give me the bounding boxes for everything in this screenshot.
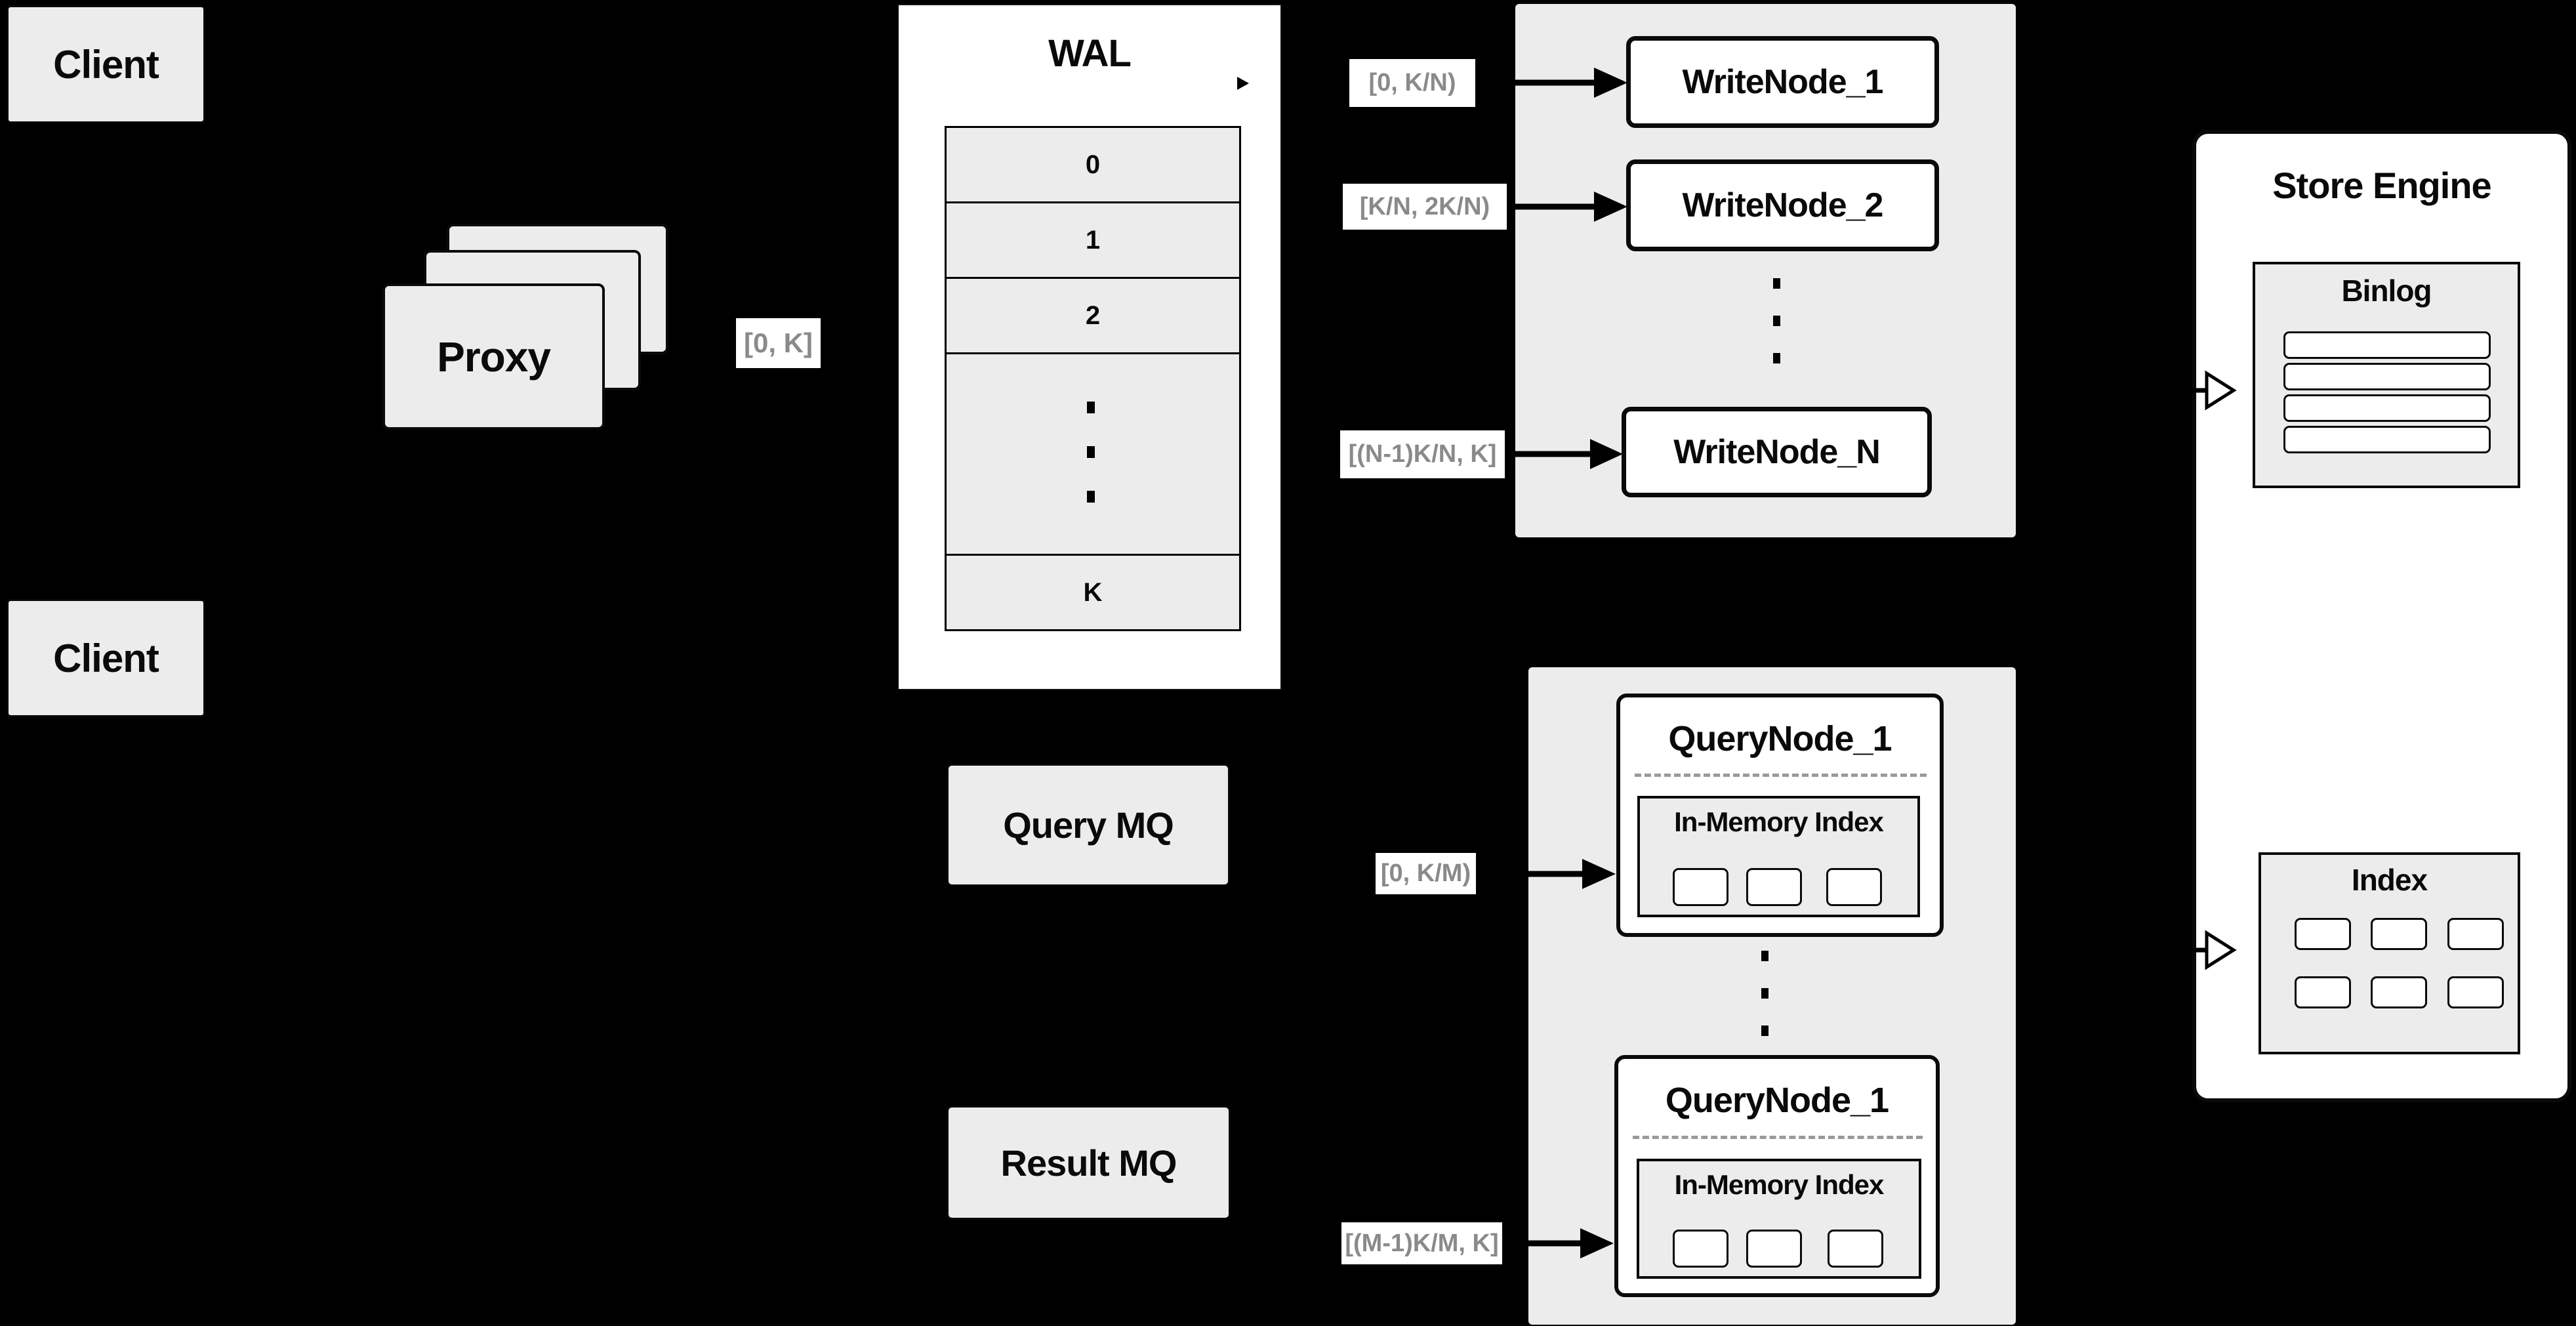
- index-cell: [2447, 918, 2504, 950]
- write-node-1-label: WriteNode_1: [1682, 63, 1884, 101]
- client-box-top: Client: [7, 5, 205, 123]
- in-memory-index-1: In-Memory Index: [1637, 796, 1920, 917]
- client-top-label: Client: [53, 42, 159, 87]
- in-memory-index-2-title: In-Memory Index: [1674, 1169, 1885, 1200]
- range-chip-write-n: [(N-1)K/N, K]: [1340, 430, 1505, 478]
- query-node-1: QueryNode_1 In-Memory Index: [1616, 694, 1944, 937]
- index-cell: [2371, 918, 2427, 950]
- memory-cell: [1673, 1230, 1728, 1268]
- binlog-box: Binlog: [2253, 262, 2520, 488]
- dashed-separator: [1633, 1136, 1923, 1139]
- memory-cell: [1826, 868, 1882, 906]
- store-engine-box: Store Engine Binlog Index: [2192, 130, 2571, 1102]
- range-chip-write-1: [0, K/N): [1349, 59, 1475, 107]
- query-mq-box: Query MQ: [947, 764, 1230, 886]
- client-bottom-label: Client: [53, 636, 159, 680]
- memory-cell: [1828, 1230, 1883, 1268]
- wal-box: WAL 0 1 2 K: [897, 4, 1282, 690]
- wal-row-k: K: [1083, 577, 1103, 607]
- range-chip-write-2: [K/N, 2K/N): [1343, 184, 1507, 230]
- range-chip-proxy-text: [0, K]: [744, 327, 813, 358]
- memory-cell: [1673, 868, 1728, 906]
- binlog-title: Binlog: [2341, 274, 2432, 308]
- query-node-2: QueryNode_1 In-Memory Index: [1614, 1055, 1940, 1297]
- index-box: Index: [2259, 852, 2520, 1054]
- range-chip-query-2: [(M-1)K/M, K]: [1341, 1222, 1502, 1264]
- index-cell: [2295, 976, 2351, 1008]
- query-mq-label: Query MQ: [1003, 804, 1174, 846]
- in-memory-index-1-title: In-Memory Index: [1674, 806, 1884, 837]
- result-mq-label: Result MQ: [1000, 1142, 1177, 1184]
- wal-segment-table: 0 1 2 K: [945, 126, 1241, 631]
- result-mq-box: Result MQ: [947, 1106, 1231, 1220]
- write-node-2-label: WriteNode_2: [1682, 186, 1884, 224]
- index-cell: [2371, 976, 2427, 1008]
- query-node-1-title: QueryNode_1: [1668, 719, 1892, 758]
- index-title: Index: [2351, 863, 2428, 897]
- dashed-separator: [1635, 774, 1927, 777]
- query-node-2-title: QueryNode_1: [1665, 1081, 1889, 1120]
- binlog-row: [2283, 426, 2491, 453]
- binlog-row: [2283, 363, 2491, 390]
- wal-title: WAL: [1048, 31, 1132, 75]
- wal-row-ellipsis: [947, 354, 1239, 556]
- index-cell: [2447, 976, 2504, 1008]
- proxy-card-front: Proxy: [382, 283, 605, 430]
- client-box-bottom: Client: [7, 599, 205, 717]
- memory-cell: [1746, 1230, 1802, 1268]
- write-node-n-label: WriteNode_N: [1673, 433, 1881, 471]
- proxy-label: Proxy: [437, 333, 551, 381]
- range-chip-proxy: [0, K]: [736, 318, 821, 368]
- in-memory-index-2: In-Memory Index: [1637, 1159, 1921, 1279]
- wal-row-1: 1: [947, 203, 1239, 279]
- memory-cell: [1746, 868, 1802, 906]
- wal-row-2: 2: [947, 279, 1239, 354]
- write-node-1: WriteNode_1: [1626, 36, 1939, 128]
- write-node-n: WriteNode_N: [1622, 407, 1932, 497]
- binlog-row: [2283, 394, 2491, 422]
- store-engine-title: Store Engine: [2272, 164, 2491, 206]
- range-chip-query-1: [0, K/M): [1376, 853, 1476, 894]
- write-node-2: WriteNode_2: [1626, 159, 1939, 251]
- index-cell: [2295, 918, 2351, 950]
- binlog-row: [2283, 331, 2491, 359]
- wal-row-0: 0: [947, 128, 1239, 203]
